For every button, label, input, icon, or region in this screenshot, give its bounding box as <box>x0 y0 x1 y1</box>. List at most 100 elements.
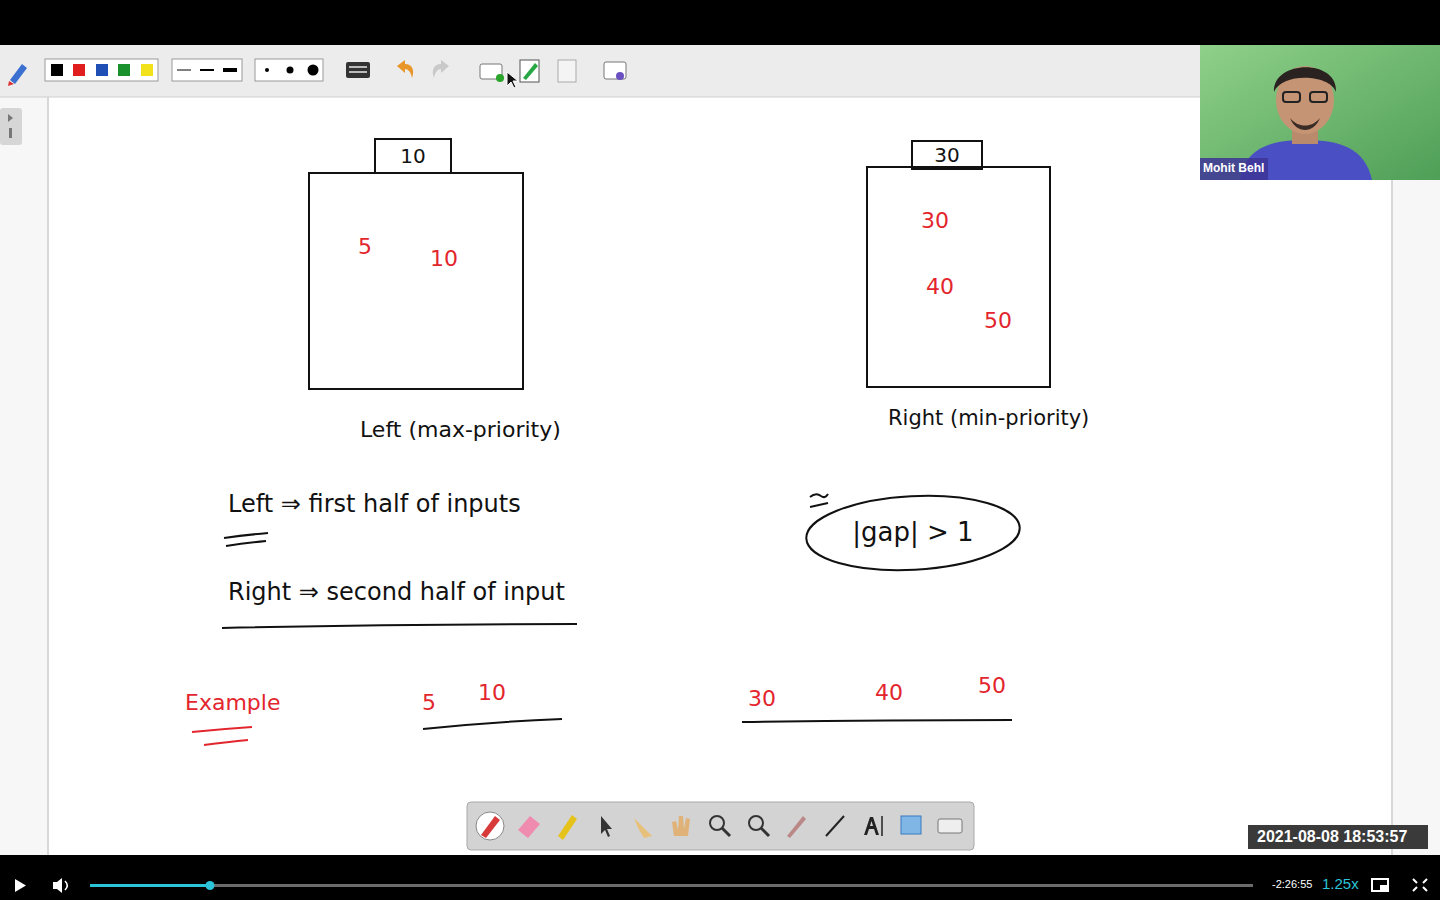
presenter-glasses <box>1283 92 1300 102</box>
volume-icon <box>53 878 62 893</box>
underline <box>423 719 562 729</box>
name-tag <box>1200 158 1268 180</box>
toolbar <box>0 45 1200 97</box>
board-edge <box>1391 97 1393 855</box>
toolbar-edge <box>0 97 1200 98</box>
highlighter-tool <box>558 815 577 840</box>
presenter-hair <box>1274 67 1336 92</box>
example-value: 50 <box>978 673 1006 699</box>
pen-icon <box>10 64 27 84</box>
fullscreen-button <box>1413 879 1427 891</box>
heap-value: 30 <box>921 208 949 234</box>
keyboard-tool <box>938 819 962 833</box>
page-icon-mark <box>523 63 538 80</box>
playback-speed: 1.25x <box>1322 875 1359 893</box>
line-tool <box>826 816 844 836</box>
heap-top-box: 10 <box>374 138 452 174</box>
pip-button <box>1372 879 1388 891</box>
time-remaining: -2:26:55 <box>1272 878 1312 891</box>
heap-top-value: 10 <box>400 144 425 168</box>
heap-value: 40 <box>926 274 954 300</box>
pointer-tool <box>634 818 652 838</box>
side-tab-grip <box>9 128 12 138</box>
webcam-tile <box>1200 45 1440 180</box>
play-button <box>15 879 26 892</box>
presenter-name: Mohit Behl <box>1203 161 1264 175</box>
presenter-beard <box>1290 118 1320 130</box>
heap-top-value: 30 <box>934 143 959 167</box>
condition-ellipse: |gap| > 1 <box>804 493 1022 573</box>
condition-text: |gap| > 1 <box>852 517 973 548</box>
settings-icon <box>604 62 626 79</box>
zoom-in-tool <box>710 816 724 830</box>
zoom-out-handle <box>761 828 769 836</box>
pip-inner <box>1380 885 1387 890</box>
page-icon <box>520 60 539 82</box>
top-bar <box>0 0 1440 45</box>
progress-knob <box>206 881 215 890</box>
color-swatch <box>118 64 130 76</box>
underline <box>224 533 268 538</box>
approx-mark <box>810 494 828 497</box>
mouse-cursor <box>507 72 518 88</box>
dot-size-picker <box>255 59 323 81</box>
dot-size <box>308 65 319 76</box>
pen-tip <box>8 81 14 86</box>
line-width <box>200 69 214 71</box>
dot-size <box>287 67 294 74</box>
line-width <box>223 68 237 72</box>
hand-tool <box>672 816 690 836</box>
color-picker <box>45 59 158 81</box>
approx-mark <box>810 503 828 507</box>
line-width-picker <box>172 59 242 81</box>
example-value: 40 <box>875 680 903 706</box>
video-controls <box>0 855 1440 900</box>
underline <box>742 720 1012 722</box>
underline <box>226 541 266 546</box>
example-value: 30 <box>748 686 776 712</box>
text-tool <box>864 817 879 835</box>
drawing-toolbar <box>467 802 974 850</box>
color-swatch <box>73 64 85 76</box>
undo-icon <box>397 60 413 78</box>
image-tool <box>901 816 921 834</box>
progress-track <box>90 884 1253 887</box>
new-page-plus <box>496 74 504 82</box>
board-edge <box>47 97 49 855</box>
heap-value: 10 <box>430 246 458 272</box>
text-tool-caret <box>881 816 883 836</box>
note-text: Left ⇒ first half of inputs <box>228 490 521 519</box>
pen-tool-icon <box>481 816 500 838</box>
color-swatch <box>51 64 63 76</box>
keyboard-keys <box>349 66 367 68</box>
underline <box>222 624 577 628</box>
example-value: 10 <box>478 680 506 706</box>
underline <box>192 727 252 732</box>
note-text: Right ⇒ second half of input <box>228 578 565 607</box>
heap-heading: Right (min-priority) <box>888 406 1089 431</box>
side-tab <box>0 108 22 145</box>
pen-tool <box>476 812 504 840</box>
zoom-in-handle <box>722 828 730 836</box>
side-tab-arrow <box>8 114 13 122</box>
timestamp-box <box>1248 825 1428 849</box>
keyboard-keys <box>349 71 367 73</box>
min-heap-box: 304050Right (min-priority) <box>866 166 1051 388</box>
heap-heading: Left (max-priority) <box>360 417 561 443</box>
zoom-out-tool <box>749 816 763 830</box>
line-width <box>177 70 191 71</box>
eraser-tool <box>518 816 540 838</box>
timestamp: 2021-08-08 18:53:57 <box>1257 827 1407 846</box>
right-margin <box>1392 97 1440 855</box>
laser-tool <box>787 816 806 838</box>
volume-wave <box>65 881 67 890</box>
ellipse-outline <box>804 491 1021 576</box>
heap-value: 50 <box>984 308 1012 334</box>
redo-icon <box>433 60 449 78</box>
max-heap-box: 510Left (max-priority) <box>308 172 524 390</box>
page-icon <box>558 60 576 82</box>
